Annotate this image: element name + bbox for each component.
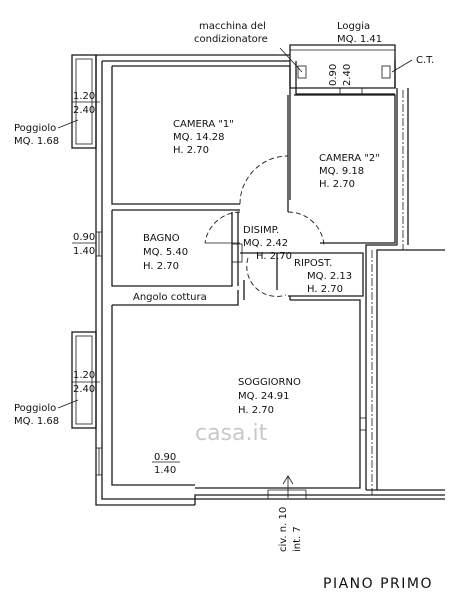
entrance-int: int. 7 xyxy=(292,526,303,552)
room-camera2: CAMERA "2" MQ. 9.18 H. 2.70 xyxy=(319,153,380,190)
condizionatore-line1: macchina del xyxy=(199,21,266,32)
poggiolo-top-dim-bottom: 2.40 xyxy=(73,105,95,116)
room-camera2-area: MQ. 9.18 xyxy=(319,166,364,177)
ct-label: C.T. xyxy=(416,55,434,66)
interior-walls xyxy=(111,65,396,489)
room-disimp-height: H. 2.70 xyxy=(256,251,292,262)
poggiolo-top xyxy=(71,54,100,149)
room-disimp-area: MQ. 2.42 xyxy=(243,238,288,249)
soggiorno-window-dim-top: 0.90 xyxy=(154,452,176,463)
room-bagno-name: BAGNO xyxy=(143,233,180,244)
entrance-arrow xyxy=(267,475,307,499)
poggiolo-top-area: MQ. 1.68 xyxy=(14,136,59,147)
poggiolo-bottom xyxy=(71,331,100,429)
room-camera1-area: MQ. 14.28 xyxy=(173,132,224,143)
room-bagno-height: H. 2.70 xyxy=(143,261,179,272)
room-camera2-name: CAMERA "2" xyxy=(319,153,380,164)
room-disimp-name: DISIMP. xyxy=(243,225,279,236)
room-ripost-area: MQ. 2.13 xyxy=(307,271,352,282)
poggiolo-bottom-area: MQ. 1.68 xyxy=(14,416,59,427)
room-disimp: DISIMP. MQ. 2.42 H. 2.70 xyxy=(243,225,292,262)
loggia-name: Loggia xyxy=(337,21,370,32)
room-camera1: CAMERA "1" MQ. 14.28 H. 2.70 xyxy=(173,119,234,156)
room-camera2-height: H. 2.70 xyxy=(319,179,355,190)
room-bagno-area: MQ. 5.40 xyxy=(143,247,188,258)
poggiolo-bottom-name: Poggiolo xyxy=(14,403,56,414)
windows xyxy=(96,88,367,476)
room-soggiorno-area: MQ. 24.91 xyxy=(238,391,289,402)
poggiolo-top-dim-top: 1.20 xyxy=(73,91,95,102)
room-soggiorno-name: SOGGIORNO xyxy=(238,377,301,388)
room-ripost: RIPOST. MQ. 2.13 H. 2.70 xyxy=(294,258,352,295)
room-soggiorno: SOGGIORNO MQ. 24.91 H. 2.70 xyxy=(238,377,301,416)
loggia-dim-top: 0.90 xyxy=(328,64,339,86)
poggiolo-bottom-leader xyxy=(57,399,79,409)
poggiolo-bottom-dim-top: 1.20 xyxy=(73,370,95,381)
floor-title: PIANO PRIMO xyxy=(323,576,433,592)
angolo-cottura-label: Angolo cottura xyxy=(133,292,207,303)
bagno-window-dim-bottom: 1.40 xyxy=(73,246,95,257)
loggia xyxy=(279,44,413,88)
room-bagno: BAGNO MQ. 5.40 H. 2.70 xyxy=(143,233,188,272)
room-camera1-name: CAMERA "1" xyxy=(173,119,234,130)
room-ripost-height: H. 2.70 xyxy=(307,284,343,295)
room-camera1-height: H. 2.70 xyxy=(173,145,209,156)
condizionatore-line2: condizionatore xyxy=(194,34,268,45)
loggia-area: MQ. 1.41 xyxy=(337,34,382,45)
poggiolo-bottom-dim-bottom: 2.40 xyxy=(73,384,95,395)
door-swings xyxy=(204,155,325,297)
loggia-dim-bottom: 2.40 xyxy=(342,64,353,86)
service-shaft xyxy=(365,88,445,495)
outer-walls xyxy=(95,54,445,506)
soggiorno-window-dim-bottom: 1.40 xyxy=(154,465,176,476)
room-soggiorno-height: H. 2.70 xyxy=(238,405,274,416)
poggiolo-top-name: Poggiolo xyxy=(14,123,56,134)
entrance-civ: civ. n. 10 xyxy=(278,507,289,552)
watermark: casa.it xyxy=(195,421,268,446)
room-ripost-name: RIPOST. xyxy=(294,258,332,269)
bagno-window-dim-top: 0.90 xyxy=(73,232,95,243)
poggiolo-top-leader xyxy=(57,119,79,129)
